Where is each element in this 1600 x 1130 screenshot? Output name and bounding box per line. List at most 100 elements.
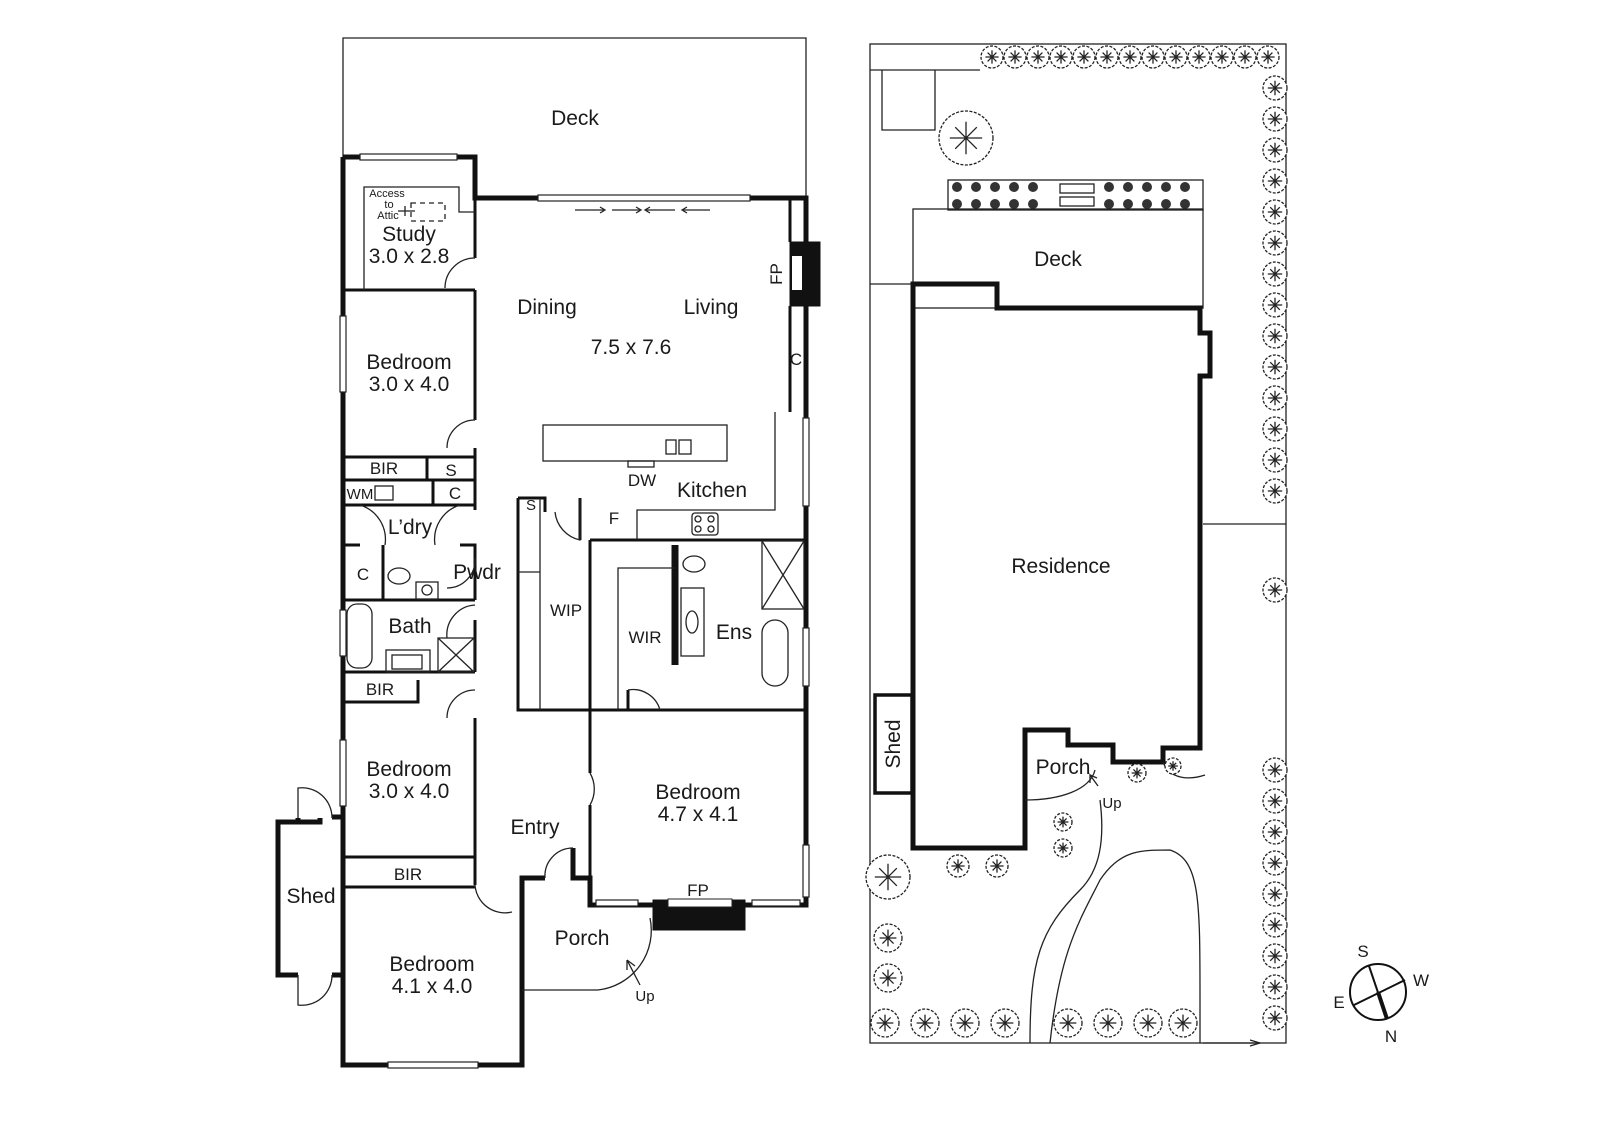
label-attic-access-3: Attic (377, 210, 399, 222)
compass-e: E (1333, 993, 1344, 1012)
label-fireplace-living: FP (767, 263, 786, 285)
shrub-icon (971, 182, 981, 192)
tree-branches (1123, 50, 1137, 64)
tree-branches (1267, 452, 1283, 468)
window (802, 627, 810, 687)
tree-branches (1267, 173, 1283, 189)
label-bedroom-3: Bedroom (389, 953, 474, 976)
tree-branches (874, 863, 902, 891)
label-porch: Porch (555, 927, 610, 950)
shrub-icon (1180, 199, 1190, 209)
tree-branches (951, 859, 965, 873)
tree-branches (1267, 483, 1283, 499)
exterior-wall-north-east (343, 154, 809, 908)
compass-s: S (1357, 942, 1368, 961)
tree-branches (1100, 50, 1114, 64)
garden-bench (1059, 183, 1095, 194)
tree-branches (1238, 50, 1252, 64)
tree-branches (1267, 80, 1283, 96)
tree-branches (1267, 582, 1283, 598)
tree-branches (1054, 50, 1068, 64)
label-bir-1: BIR (370, 459, 398, 478)
label-c-2: C (357, 565, 369, 584)
tree-branches (1267, 793, 1283, 809)
label-wir: WIR (628, 628, 661, 647)
shrub-icon (1161, 199, 1171, 209)
garden-shrubs (952, 182, 1190, 209)
label-wm: WM (347, 486, 374, 503)
tree-branches (1077, 50, 1091, 64)
label-wip: WIP (550, 601, 582, 620)
site-boundary (869, 43, 1287, 1044)
compass-w: W (1413, 971, 1429, 990)
tree-branches (1267, 886, 1283, 902)
window (339, 739, 347, 807)
compass-icon (1349, 963, 1407, 1021)
label-bedroom-2: Bedroom (366, 758, 451, 781)
label-site-porch: Porch (1036, 756, 1091, 779)
shrub-icon (1104, 199, 1114, 209)
label-master-bedroom-size: 4.7 x 4.1 (658, 803, 739, 826)
tree-branches (1267, 855, 1283, 871)
fireplace-master-hearth (667, 898, 733, 908)
tree-branches (949, 121, 983, 155)
tree-branches (1267, 762, 1283, 778)
label-s-2: S (526, 497, 536, 514)
tree-branches (1267, 390, 1283, 406)
tree-branches (1261, 50, 1275, 64)
sliding-door (537, 194, 751, 202)
site-shed (873, 693, 914, 795)
deck-outline (342, 37, 807, 198)
label-site-shed: Shed (882, 719, 905, 768)
compass-n: N (1385, 1027, 1397, 1046)
tree-branches (876, 1014, 894, 1032)
label-entry: Entry (510, 816, 560, 839)
label-bedroom-2-size: 3.0 x 4.0 (369, 780, 450, 803)
tree-branches (990, 859, 1004, 873)
site-up-arrow (1089, 773, 1099, 787)
window (359, 153, 458, 161)
label-study: Study (382, 223, 436, 246)
shrub-icon (1028, 182, 1038, 192)
exterior-wall-west-south (340, 157, 545, 1068)
label-ensuite: Ens (716, 621, 752, 644)
shrub-icon (1123, 182, 1133, 192)
shrub-icon (1028, 199, 1038, 209)
tree-branches (879, 929, 897, 947)
window (387, 1061, 479, 1069)
interior-walls (343, 198, 806, 889)
label-living-size: 7.5 x 7.6 (591, 336, 672, 359)
tree-branches (1267, 917, 1283, 933)
label-dishwasher: DW (628, 471, 656, 490)
tree-branches (1267, 979, 1283, 995)
tree-branches (1059, 1014, 1077, 1032)
sliding-arrows (575, 206, 710, 214)
shrub-icon (971, 199, 981, 209)
tree-branches (916, 1014, 934, 1032)
label-cupboard-living: C (790, 350, 802, 369)
label-fridge: F (609, 509, 619, 528)
label-bedroom-1: Bedroom (366, 351, 451, 374)
label-residence: Residence (1011, 555, 1110, 578)
label-bir-2: BIR (366, 680, 394, 699)
window (339, 315, 347, 393)
tree-branches (996, 1014, 1014, 1032)
doors (359, 257, 661, 991)
tree-branches (1267, 266, 1283, 282)
tree-branches (1267, 948, 1283, 964)
tree-branches (1168, 761, 1178, 771)
fireplace-living-hearth (792, 256, 802, 290)
shrub-icon (1009, 199, 1019, 209)
window (802, 844, 810, 898)
tree-branches (956, 1014, 974, 1032)
tree-branches (1267, 235, 1283, 251)
tree-branches (1031, 50, 1045, 64)
label-bath: Bath (388, 615, 431, 638)
tree-branches (1267, 359, 1283, 375)
label-bir-3: BIR (394, 865, 422, 884)
house-floor-plan: Deck Access to Attic Study 3.0 x 2.8 Din… (275, 37, 821, 1069)
label-study-size: 3.0 x 2.8 (369, 245, 450, 268)
tree-branches (1008, 50, 1022, 64)
